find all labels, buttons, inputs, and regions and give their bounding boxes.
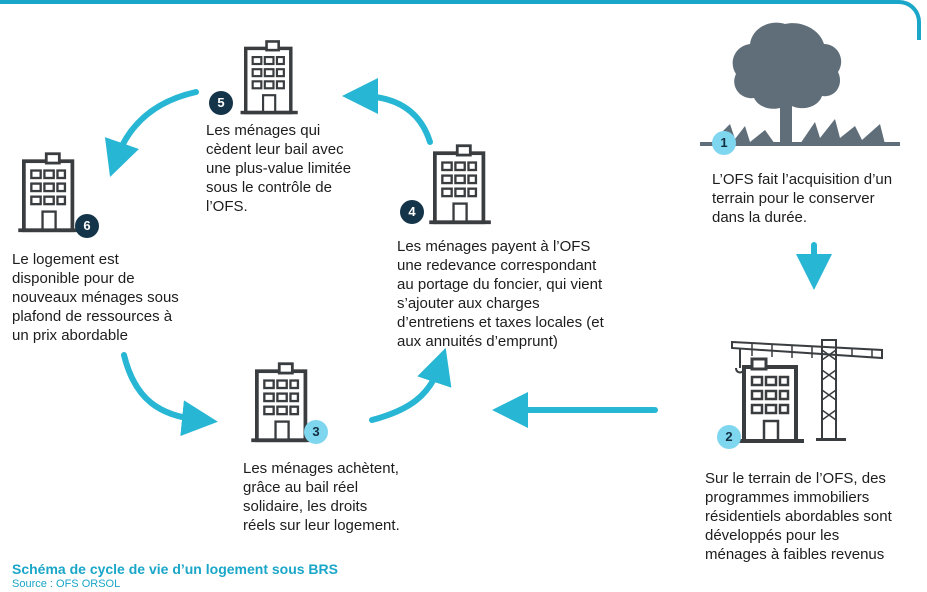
step-badge-5: 5 [209,91,233,115]
step-text-1: L’OFS fait l’acquisition d’un terrain po… [712,171,893,226]
step-text-4: Les ménages payent à l’OFS une redevance… [397,238,604,350]
arrow-5-to-6 [104,89,199,177]
apartment-building-icon [429,144,491,225]
arrow-6-to-3 [121,352,218,437]
caption-title: Schéma de cycle de vie d’un logement sou… [12,561,338,577]
crane-icon [731,339,883,441]
step-text-6: Le logement est disponible pour de nouve… [12,251,179,344]
top-right-corner [895,0,921,40]
top-border [0,0,900,4]
step-text-2: Sur le terrain de l’OFS, des programmes … [705,470,892,563]
step-badge-2: 2 [717,425,741,449]
step-badge-3: 3 [304,420,328,444]
arrow-4-to-5 [342,78,433,145]
step-text-3: Les ménages achètent, grâce au bail réel… [243,460,400,534]
apartment-building-icon [18,152,80,233]
step-badge-6: 6 [75,214,99,238]
caption-source: Source : OFS ORSOL [12,578,121,590]
step-badge-1: 1 [712,131,736,155]
apartment-building-icon [240,40,298,115]
arrow-3-to-4 [369,347,452,423]
step-badge-4: 4 [400,200,424,224]
step-text-5: Les ménages qui cèdent leur bail avec un… [206,122,352,215]
apartment-building-icon [738,357,804,443]
apartment-building-icon [251,362,313,443]
